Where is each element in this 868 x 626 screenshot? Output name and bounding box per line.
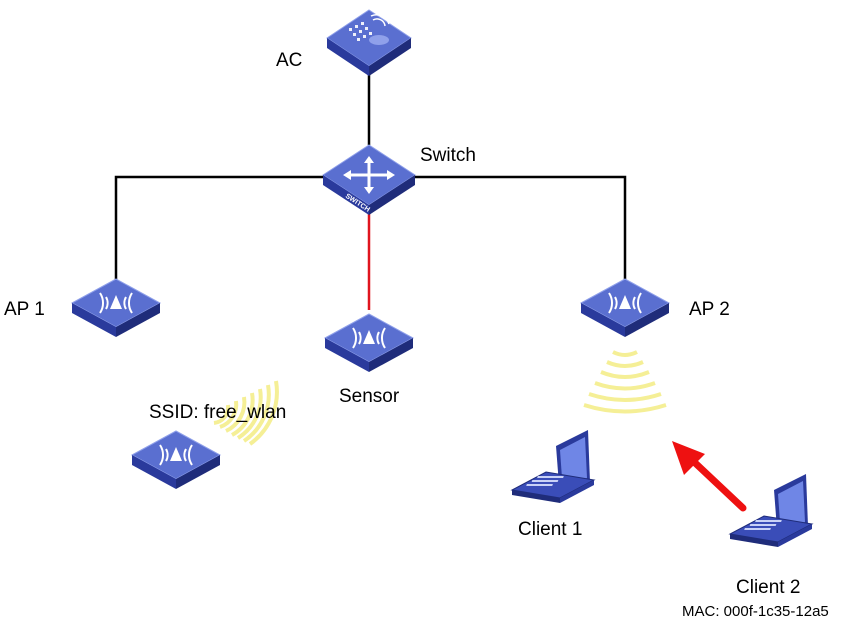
switch-label: Switch	[420, 145, 476, 166]
rogue-access-point-icon	[131, 430, 221, 490]
ssid-label: SSID: free_wlan	[149, 402, 287, 423]
client1-label: Client 1	[518, 519, 583, 540]
sensor-label: Sensor	[339, 386, 400, 407]
link-switch-ap2	[408, 175, 627, 285]
ap1-label: AP 1	[4, 299, 45, 320]
wireless-signal-icon	[583, 350, 667, 414]
wireless-signal-icon	[213, 380, 279, 446]
access-point-icon	[71, 278, 161, 338]
attack-arrow-icon	[672, 441, 747, 512]
switch-icon: SWITCH	[322, 144, 416, 215]
ap2-label: AP 2	[689, 299, 730, 320]
client2-label: Client 2	[736, 577, 801, 598]
access-controller-icon	[326, 9, 412, 76]
client2-mac-label: MAC: 000f-1c35-12a5	[682, 603, 829, 620]
links	[114, 70, 627, 310]
ac-label: AC	[276, 50, 303, 71]
wireless-sensor-icon	[324, 313, 414, 373]
link-switch-ap1	[114, 175, 330, 285]
access-point-icon	[580, 278, 670, 338]
laptop-icon	[511, 429, 595, 504]
